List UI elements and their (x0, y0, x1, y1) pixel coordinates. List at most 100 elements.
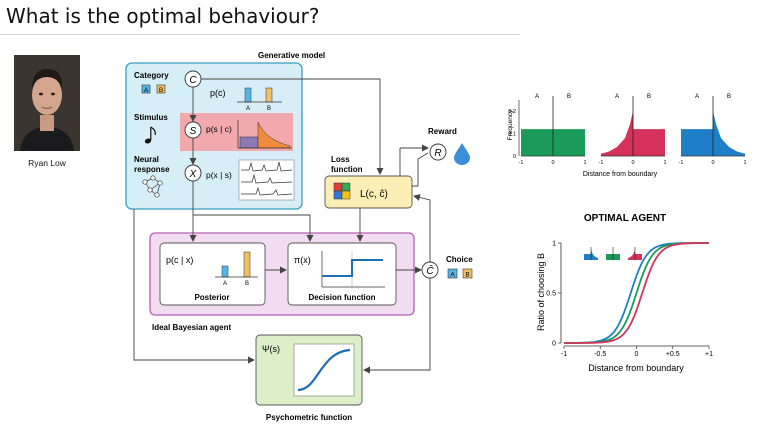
generative-model-title: Generative model (258, 51, 325, 60)
node-r (429, 143, 447, 161)
dist-region-a-1: A (615, 94, 619, 100)
category-badge-b-text: B (159, 87, 163, 94)
p-c-formula: p(c) (210, 88, 226, 98)
dist-xtick-1-1: 0 (631, 160, 634, 166)
optimal-ytick-2: 1 (552, 241, 556, 248)
prior-bar-b (265, 87, 273, 103)
dist-ytick-1: 0.1 (508, 132, 516, 138)
dist-ytick-2: 0.2 (508, 109, 516, 115)
optimal-chart-ylabel: Ratio of choosing B (536, 253, 546, 331)
prior-bar-chart: A B (237, 87, 282, 112)
optimal-xtick-0: -1 (561, 351, 567, 358)
optimal-curve-2 (564, 242, 709, 344)
arrow-choice-to-loss (413, 194, 431, 262)
arrow-loss-to-reward-line (412, 152, 429, 187)
likelihood-plot (237, 120, 292, 149)
optimal-agent-chart: OPTIMAL AGENT Ratio of choosing B Distan… (536, 213, 713, 373)
loss-label-2: function (331, 165, 363, 174)
choice-badge-b (462, 268, 473, 279)
decision-box (287, 242, 397, 306)
arrow-x-to-decision (193, 214, 314, 242)
optimal-xtick-1: -0.5 (594, 351, 606, 358)
stimulus-label: Stimulus (134, 113, 168, 122)
neural-label-2: response (134, 165, 170, 174)
p-s-given-c-formula: p(s | c) (206, 124, 232, 134)
neuron-network-icon (142, 175, 163, 198)
dist-ylabel: Frequency (507, 109, 514, 140)
choice-badge-a (447, 268, 458, 279)
dist-region-b-1: B (647, 94, 651, 100)
dist-ytick-0: 0 (513, 154, 516, 160)
dist-region-a-0: A (535, 94, 539, 100)
presenter-name: Ryan Low (28, 158, 66, 168)
loss-label-1: Loss (331, 155, 350, 164)
dist-region-b-0: B (567, 94, 571, 100)
decision-label: Decision function (308, 293, 375, 302)
posterior-bar-b (243, 251, 251, 278)
arrow-c-to-loss (201, 78, 384, 175)
neural-label-1: Neural (134, 155, 159, 164)
dist-xtick-2-0: -1 (679, 160, 684, 166)
posterior-box (159, 242, 266, 306)
optimal-xtick-2: 0 (635, 351, 639, 358)
node-c-text: C (189, 75, 197, 86)
node-choice-text: Ĉ (426, 264, 434, 277)
arrow-choice-to-psychometric (363, 278, 431, 374)
reward-label: Reward (428, 127, 457, 136)
psychometric-formula: Ψ(s) (262, 344, 280, 354)
dist-xtick-0-1: 0 (551, 160, 554, 166)
dist-xtick-1-0: -1 (599, 160, 604, 166)
p-x-given-s-formula: p(x | s) (206, 170, 232, 180)
dist-xtick-0-0: -1 (519, 160, 524, 166)
category-label: Category (134, 71, 169, 80)
neural-trace-plot (238, 159, 295, 201)
optimal-xtick-4: +1 (705, 351, 713, 358)
dist-xlabel: Distance from boundary (583, 171, 658, 178)
optimal-ytick-0: 0 (552, 341, 556, 348)
decision-step-plot (321, 251, 385, 288)
posterior-axis-a: A (223, 281, 227, 287)
presenter-photo (14, 55, 80, 151)
posterior-axis-b: B (245, 281, 249, 287)
loss-matrix-icon (333, 182, 351, 200)
psychometric-curve (297, 348, 351, 392)
dist-xtick-2-2: 1 (743, 160, 746, 166)
posterior-label: Posterior (194, 293, 229, 302)
psychometric-plot-frame (293, 343, 355, 397)
prior-axis-a: A (246, 106, 250, 112)
title-divider (0, 34, 520, 35)
category-badge-a-text: A (144, 87, 149, 94)
dist-region-b-2: B (727, 94, 731, 100)
presenter-portrait-icon (14, 55, 80, 151)
arrow-stimulus-to-psychometric (133, 209, 255, 364)
posterior-formula: p(c | x) (166, 255, 193, 265)
slide-title: What is the optimal behaviour? (6, 4, 320, 28)
category-badge-a (141, 84, 151, 94)
node-x-text: X (189, 169, 197, 180)
category-badge-b (156, 84, 166, 94)
loss-formula: L(c, ĉ) (360, 189, 388, 200)
prior-axis-b: B (267, 106, 271, 112)
posterior-bar-a (221, 265, 229, 278)
decision-formula: π(x) (294, 255, 311, 265)
dist-xtick-0-2: 1 (583, 160, 586, 166)
agent-title: Ideal Bayesian agent (152, 323, 231, 332)
node-r-text: R (434, 148, 441, 159)
optimal-xtick-3: +0.5 (666, 351, 680, 358)
dist-region-a-2: A (695, 94, 699, 100)
node-s-text: S (190, 126, 197, 137)
music-note-icon (144, 126, 156, 144)
choice-label: Choice (446, 255, 473, 264)
choice-badge-a-text: A (450, 272, 455, 279)
prior-bar-a (244, 87, 252, 103)
water-drop-icon (454, 143, 470, 165)
psychometric-label: Psychometric function (266, 413, 352, 422)
dist-xtick-1-2: 1 (663, 160, 666, 166)
choice-badge-b-text: B (465, 272, 469, 279)
optimal-chart-xlabel: Distance from boundary (588, 363, 684, 373)
optimal-chart-title: OPTIMAL AGENT (584, 213, 666, 224)
optimal-ytick-1: 0.5 (546, 291, 556, 298)
dist-xtick-2-1: 0 (711, 160, 714, 166)
